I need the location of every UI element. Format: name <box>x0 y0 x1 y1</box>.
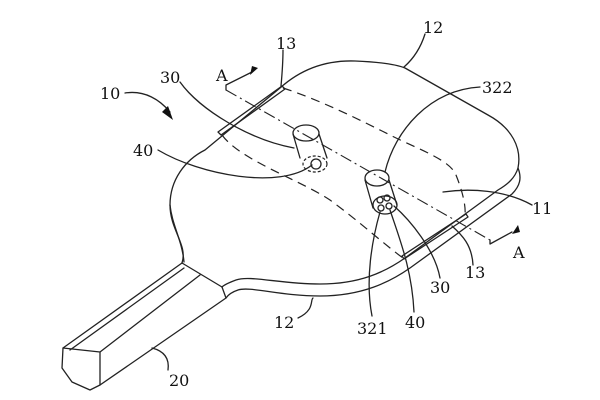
column-right <box>364 169 398 215</box>
label-slot-right: 13 <box>465 263 485 282</box>
internal-channel-dashed <box>221 134 404 259</box>
leader-arrow <box>124 91 171 113</box>
arrowhead-icon <box>162 106 173 120</box>
label-slot-top: 13 <box>276 34 296 53</box>
label-column-right: 30 <box>430 278 450 297</box>
column-left <box>292 124 328 173</box>
leader-line <box>384 86 481 173</box>
leader-line <box>280 49 284 87</box>
section-arrowhead-icon <box>250 66 258 75</box>
leader-line <box>393 205 441 279</box>
label-edge-bottom: 12 <box>274 313 294 332</box>
leader-line <box>389 209 415 313</box>
leader-line <box>157 149 313 179</box>
label-handle: 20 <box>169 371 189 390</box>
leader-line <box>297 297 314 319</box>
label-321: 321 <box>357 319 388 338</box>
label-hole-left: 40 <box>133 141 153 160</box>
section-line <box>225 89 491 241</box>
leader-line <box>151 347 169 371</box>
paddle-side-edge <box>225 167 521 299</box>
label-column-left: 30 <box>160 68 180 87</box>
leader-line <box>368 211 381 317</box>
leader-line <box>179 81 295 149</box>
label-hole-right: 40 <box>405 313 425 332</box>
label-322: 322 <box>482 78 513 97</box>
paddle-left-edge <box>169 204 185 263</box>
section-arrow-top <box>225 71 253 91</box>
label-section-top: A <box>215 66 228 85</box>
leader-line <box>451 225 474 266</box>
internal-channel-dashed <box>282 87 466 216</box>
slot-right <box>401 213 469 260</box>
label-edge-top: 12 <box>423 18 443 37</box>
label-paddle: 10 <box>100 84 120 103</box>
section-arrow-right <box>489 231 513 245</box>
paddle-face-outline <box>169 60 520 288</box>
handle <box>61 262 227 391</box>
leader-line <box>403 33 426 68</box>
leader-line <box>442 189 533 206</box>
slot-top <box>217 85 286 136</box>
label-face: 11 <box>532 199 552 218</box>
section-arrowhead-icon <box>512 225 520 234</box>
label-section-right: A <box>512 243 525 262</box>
